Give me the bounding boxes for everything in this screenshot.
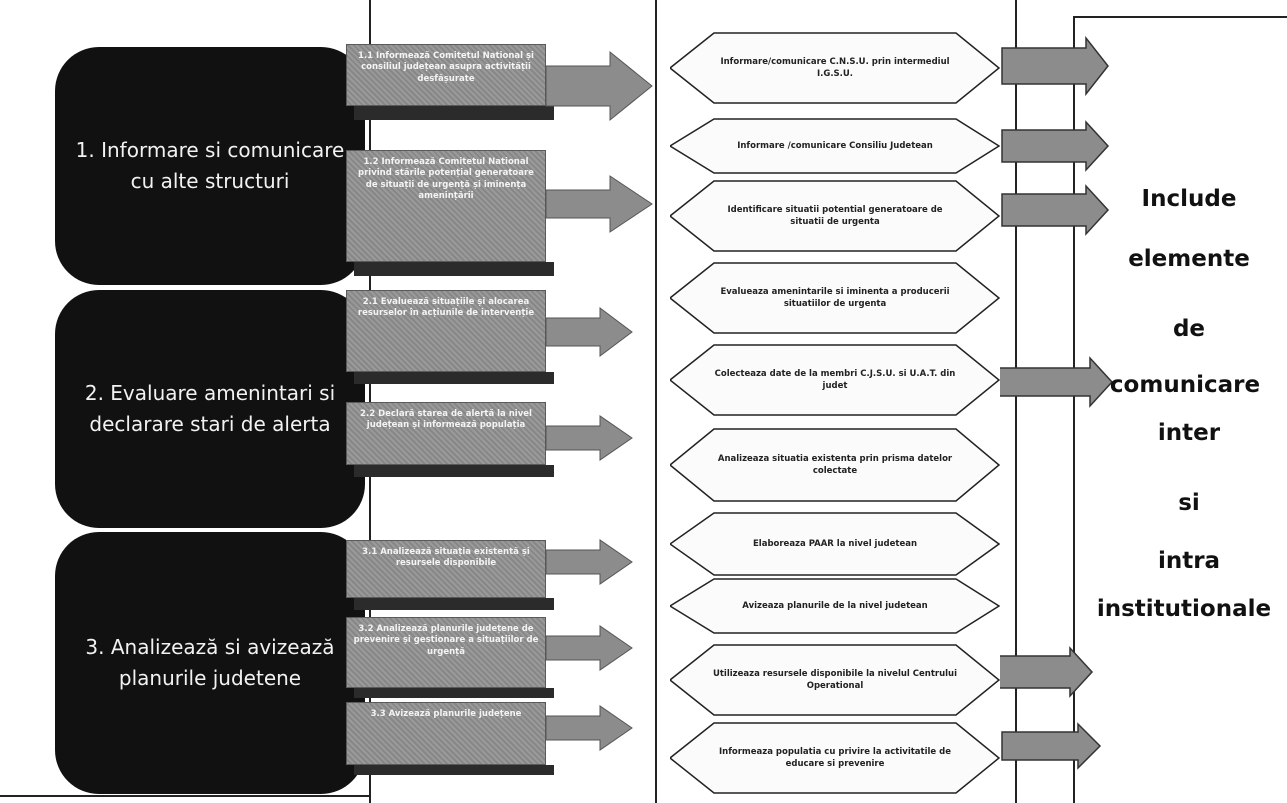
step-hexagon: Informeaza populatia cu privire la activ… <box>670 722 1000 794</box>
right-label-line: inter <box>1157 420 1221 446</box>
block-analizeaza: 3. Analizează si avizează planurile jude… <box>55 532 365 794</box>
step-hexagon: Colecteaza date de la membri C.J.S.U. si… <box>670 344 1000 416</box>
step-hexagon: Identificare situatii potential generato… <box>670 180 1000 252</box>
middle-border-line <box>655 0 657 803</box>
substep-3-2: 3.2 Analizează planurile județene de pre… <box>346 617 546 688</box>
substep-2-1: 2.1 Evaluează situațiile și alocarea res… <box>346 290 546 372</box>
right-label-line: comunicare <box>1109 372 1261 398</box>
left-border-line <box>369 0 371 803</box>
step-hexagon: Informare /comunicare Consiliu Judetean <box>670 118 1000 174</box>
step-label: Utilizeaza resursele disponibile la nive… <box>712 668 958 691</box>
substep-shadow <box>354 465 554 477</box>
block-informare: 1. Informare si comunicare cu alte struc… <box>55 47 365 285</box>
right-arrows-layer <box>1000 35 1114 770</box>
step-hexagon: Utilizeaza resursele disponibile la nive… <box>670 644 1000 716</box>
bottom-border-line <box>0 795 370 797</box>
step-hexagon: Evalueaza amenintarile si iminenta a pro… <box>670 262 1000 334</box>
substep-shadow <box>354 106 554 120</box>
panel-top-line <box>1073 16 1287 18</box>
right-label-line: de <box>1172 316 1206 342</box>
right-label-line: elemente <box>1128 246 1250 272</box>
step-hexagon: Analizeaza situatia existenta prin prism… <box>670 428 1000 502</box>
substep-2-2: 2.2 Declară starea de alertă la nivel ju… <box>346 402 546 465</box>
step-label: Informare /comunicare Consiliu Judetean <box>737 140 933 151</box>
step-label: Informare/comunicare C.N.S.U. prin inter… <box>720 56 950 79</box>
right-border-line <box>1015 0 1017 803</box>
panel-border-line <box>1073 18 1075 803</box>
arrow-icon <box>545 307 633 357</box>
arrow-icon <box>1001 35 1109 97</box>
arrow-icon <box>1001 184 1110 236</box>
substep-3-1: 3.1 Analizează situația existentă și res… <box>346 540 546 598</box>
right-label-line: intra <box>1157 548 1221 574</box>
arrow-icon <box>545 539 633 585</box>
substep-shadow <box>354 372 554 384</box>
step-hexagon: Avizeaza planurile de la nivel judetean <box>670 578 1000 634</box>
substep-1-2: 1.2 Informează Comitetul National privin… <box>346 150 546 262</box>
right-label-line: institutionale <box>1096 596 1272 622</box>
arrow-icon <box>545 415 633 461</box>
block-evaluare: 2. Evaluare amenintari si declarare star… <box>55 290 365 528</box>
arrow-icon <box>1001 120 1110 172</box>
arrow-icon <box>1000 646 1094 698</box>
step-label: Analizeaza situatia existenta prin prism… <box>717 453 953 476</box>
right-label-line: si <box>1178 490 1200 516</box>
arrow-icon <box>1001 722 1102 770</box>
right-label-line: Include <box>1141 186 1237 212</box>
substep-shadow <box>354 765 554 775</box>
step-label: Avizeaza planurile de la nivel judetean <box>742 600 928 611</box>
step-hexagon: Informare/comunicare C.N.S.U. prin inter… <box>670 32 1000 104</box>
arrow-icon <box>545 625 633 671</box>
arrow-icon <box>1000 356 1114 408</box>
arrow-icon <box>545 175 653 233</box>
arrow-icon <box>545 705 633 751</box>
step-label: Elaboreaza PAAR la nivel judetean <box>752 538 917 549</box>
arrow-icon <box>545 50 653 122</box>
step-label: Colecteaza date de la membri C.J.S.U. si… <box>714 368 956 391</box>
step-label: Informeaza populatia cu privire la activ… <box>718 746 951 769</box>
substep-3-3: 3.3 Avizează planurile județene <box>346 702 546 765</box>
arrows-layer <box>545 50 653 751</box>
substep-shadow <box>354 262 554 276</box>
step-label: Evalueaza amenintarile si iminenta a pro… <box>720 286 950 309</box>
substep-1-1: 1.1 Informează Comitetul National și con… <box>346 44 546 106</box>
step-hexagon: Elaboreaza PAAR la nivel judetean <box>670 512 1000 576</box>
substep-shadow <box>354 688 554 698</box>
substep-shadow <box>354 598 554 610</box>
step-label: Identificare situatii potential generato… <box>727 204 943 227</box>
